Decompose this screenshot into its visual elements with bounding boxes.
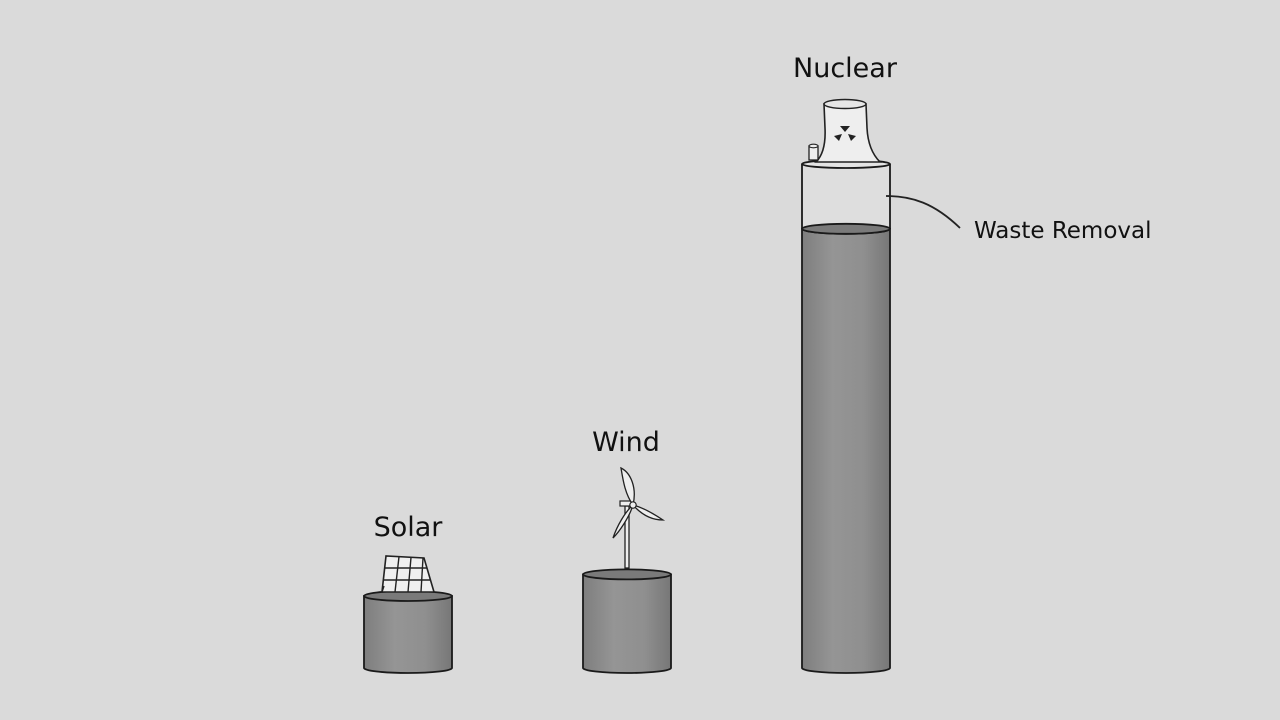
category-label-solar: Solar: [374, 512, 444, 543]
waste-removal-segment: [802, 164, 890, 229]
bars-group: [363, 159, 891, 674]
annotation-leader-line: [885, 195, 961, 229]
bar-solar: [363, 595, 453, 674]
bar-wind: [582, 573, 672, 674]
wind-turbine-icon: [612, 466, 666, 569]
solar-panel-icon: [381, 555, 436, 593]
category-label-nuclear: Nuclear: [793, 53, 898, 84]
category-label-wind: Wind: [592, 427, 660, 458]
bar-nuclear: [801, 227, 891, 674]
cooling-tower-icon: [808, 98, 882, 163]
bar-top-wind: [582, 568, 672, 581]
nuclear-fill-top: [801, 222, 891, 235]
annotation-label: Waste Removal: [974, 218, 1152, 244]
